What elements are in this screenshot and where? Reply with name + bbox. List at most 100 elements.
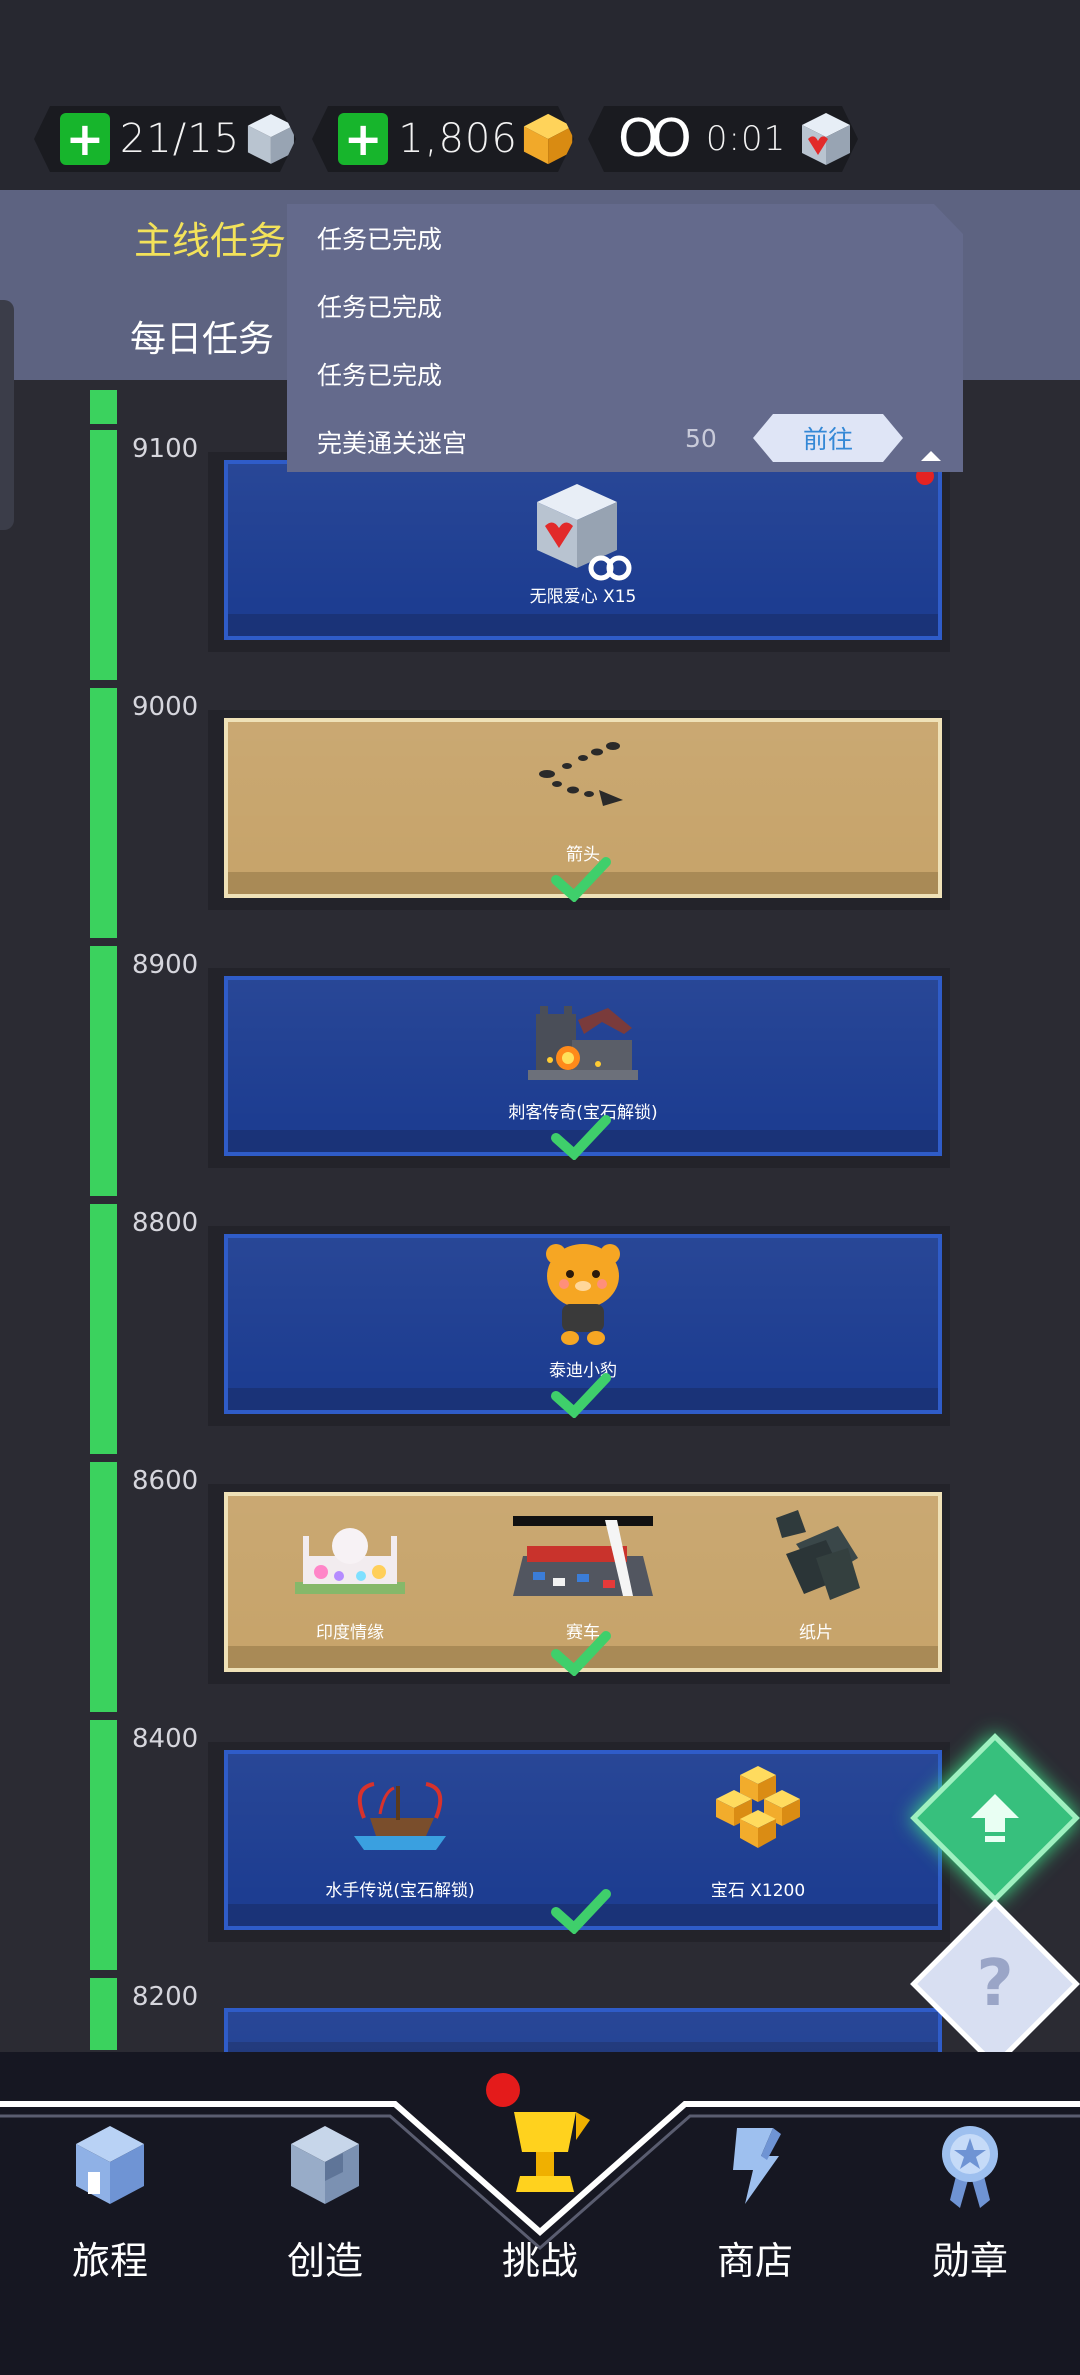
reward-label: 印度情缘 [316, 1623, 384, 1643]
trophy-icon [514, 2112, 590, 2192]
nav-label: 挑战 [501, 2239, 578, 2283]
tab-main-tasks[interactable]: 主线任务 [134, 219, 287, 263]
reward-item: 泰迪小豹 [473, 1238, 693, 1410]
timeline-segment [90, 688, 117, 938]
score-marker: 8600 [132, 1466, 199, 1496]
score-marker: 8800 [132, 1208, 199, 1238]
nav-label: 勋章 [931, 2239, 1008, 2283]
check-icon [551, 1373, 611, 1418]
gem-pile-icon [716, 1766, 800, 1848]
check-icon [551, 1631, 611, 1676]
reward-label: 水手传说(宝石解锁) [325, 1881, 475, 1901]
shop-icon [733, 2128, 781, 2204]
gems-value: 1,806 [398, 116, 518, 162]
score-marker: 9000 [132, 692, 199, 722]
task-dropdown-panel: 任务已完成 任务已完成 任务已完成 完美通关迷宫 50 前往 [287, 204, 963, 472]
pirate-ship-art [354, 1782, 446, 1850]
cube-icon [246, 111, 296, 167]
timeline-segment [90, 430, 117, 680]
task-status: 任务已完成 [317, 361, 443, 390]
task-status: 任务已完成 [317, 293, 443, 322]
timeline-segment [90, 1978, 117, 2050]
reward-card-8900[interactable]: 刺客传奇(宝石解锁) [224, 976, 942, 1156]
gems-counter[interactable]: + 1,806 [312, 106, 574, 172]
timeline-segment [90, 390, 117, 424]
nav-label: 商店 [716, 2239, 793, 2283]
card-shine [228, 722, 938, 862]
reward-label: 赛车 [566, 1623, 600, 1643]
lives-value: 21/15 [119, 116, 241, 162]
question-icon: ? [976, 1947, 1014, 2021]
reward-label: 泰迪小豹 [549, 1361, 617, 1381]
assassin-castle-art [528, 1006, 638, 1080]
nav-shop[interactable]: 商店 [675, 2120, 835, 2283]
timer-value: 0:01 [705, 119, 787, 159]
go-button[interactable]: 前往 [753, 414, 903, 462]
check-icon [551, 1115, 611, 1160]
timeline-segment [90, 946, 117, 1196]
reward-item: 赛车 [473, 1496, 693, 1668]
notification-dot [486, 2073, 520, 2107]
reward-card-8800[interactable]: 泰迪小豹 [224, 1234, 942, 1414]
taj-mahal-art [295, 1528, 405, 1594]
gem-icon [522, 111, 574, 167]
timeline-segment [90, 1462, 117, 1712]
arrow-trail-icon [539, 742, 623, 806]
plus-icon[interactable]: + [338, 113, 388, 165]
nav-medals[interactable]: 勋章 [890, 2120, 1050, 2283]
tab-daily-tasks[interactable]: 每日任务 [130, 319, 275, 360]
nav-divider-shape [0, 2101, 1080, 2250]
side-drawer-handle[interactable] [0, 300, 14, 530]
score-marker: 8200 [132, 1982, 199, 2012]
cube-stack-icon [291, 2126, 359, 2204]
timeline-segment [90, 1204, 117, 1454]
reward-label: 无限爱心 X15 [529, 587, 637, 607]
plus-icon[interactable]: + [60, 113, 110, 165]
reward-item: 宝石 X1200 [648, 1754, 868, 1926]
scroll-up-button[interactable] [910, 1733, 1080, 1903]
task-reward: 50 [685, 424, 717, 453]
go-button-label: 前往 [802, 425, 853, 454]
heart-cube-icon [537, 484, 632, 581]
score-marker: 9100 [132, 434, 199, 464]
task-status: 任务已完成 [317, 225, 443, 254]
reward-card-8600[interactable]: 印度情缘 赛车 纸片 [224, 1492, 942, 1672]
card-shine [228, 1754, 938, 1894]
teddy-leopard-icon [546, 1244, 620, 1345]
house-icon [76, 2126, 144, 2204]
lives-counter[interactable]: + 21/15 [34, 106, 296, 172]
score-marker: 8400 [132, 1724, 199, 1754]
reward-card-8400[interactable]: 水手传说(宝石解锁) 宝石 X1 [224, 1750, 942, 1930]
medal-icon [942, 2126, 998, 2208]
reward-item: 刺客传奇(宝石解锁) [473, 980, 693, 1152]
nav-journey[interactable]: 旅程 [30, 2120, 190, 2283]
score-marker: 8900 [132, 950, 199, 980]
up-arrow-icon [971, 1794, 1019, 1842]
reward-label: 宝石 X1200 [710, 1881, 806, 1901]
reward-item: 箭头 [473, 722, 693, 894]
timeline-segment [90, 1720, 117, 1970]
reward-label: 纸片 [799, 1623, 833, 1643]
progress-timeline [90, 390, 117, 2050]
reward-card-9100[interactable]: 无限爱心 X15 [224, 460, 942, 640]
nav-challenge[interactable]: 挑战 [460, 2112, 620, 2283]
reward-label: 箭头 [566, 845, 600, 865]
reward-item: 无限爱心 X15 [473, 464, 693, 636]
heart-cube-icon [800, 111, 852, 167]
paper-pieces-art [776, 1510, 860, 1600]
task-name: 完美通关迷宫 [317, 429, 468, 458]
nav-create[interactable]: 创造 [245, 2120, 405, 2283]
nav-label: 创造 [286, 2239, 363, 2283]
reward-card-9000[interactable]: 箭头 [224, 718, 942, 898]
reward-item: 纸片 [706, 1496, 926, 1668]
reward-item: 印度情缘 [240, 1496, 460, 1668]
nav-label: 旅程 [71, 2239, 148, 2283]
collapse-caret-icon[interactable] [921, 451, 941, 461]
infinity-icon: OO [618, 109, 684, 169]
check-icon [551, 857, 611, 902]
racing-track-art [513, 1516, 653, 1596]
reward-item: 水手传说(宝石解锁) [290, 1754, 510, 1926]
infinite-lives-timer[interactable]: OO 0:01 [588, 106, 858, 172]
check-icon [551, 1889, 611, 1934]
reward-label: 刺客传奇(宝石解锁) [508, 1103, 658, 1123]
